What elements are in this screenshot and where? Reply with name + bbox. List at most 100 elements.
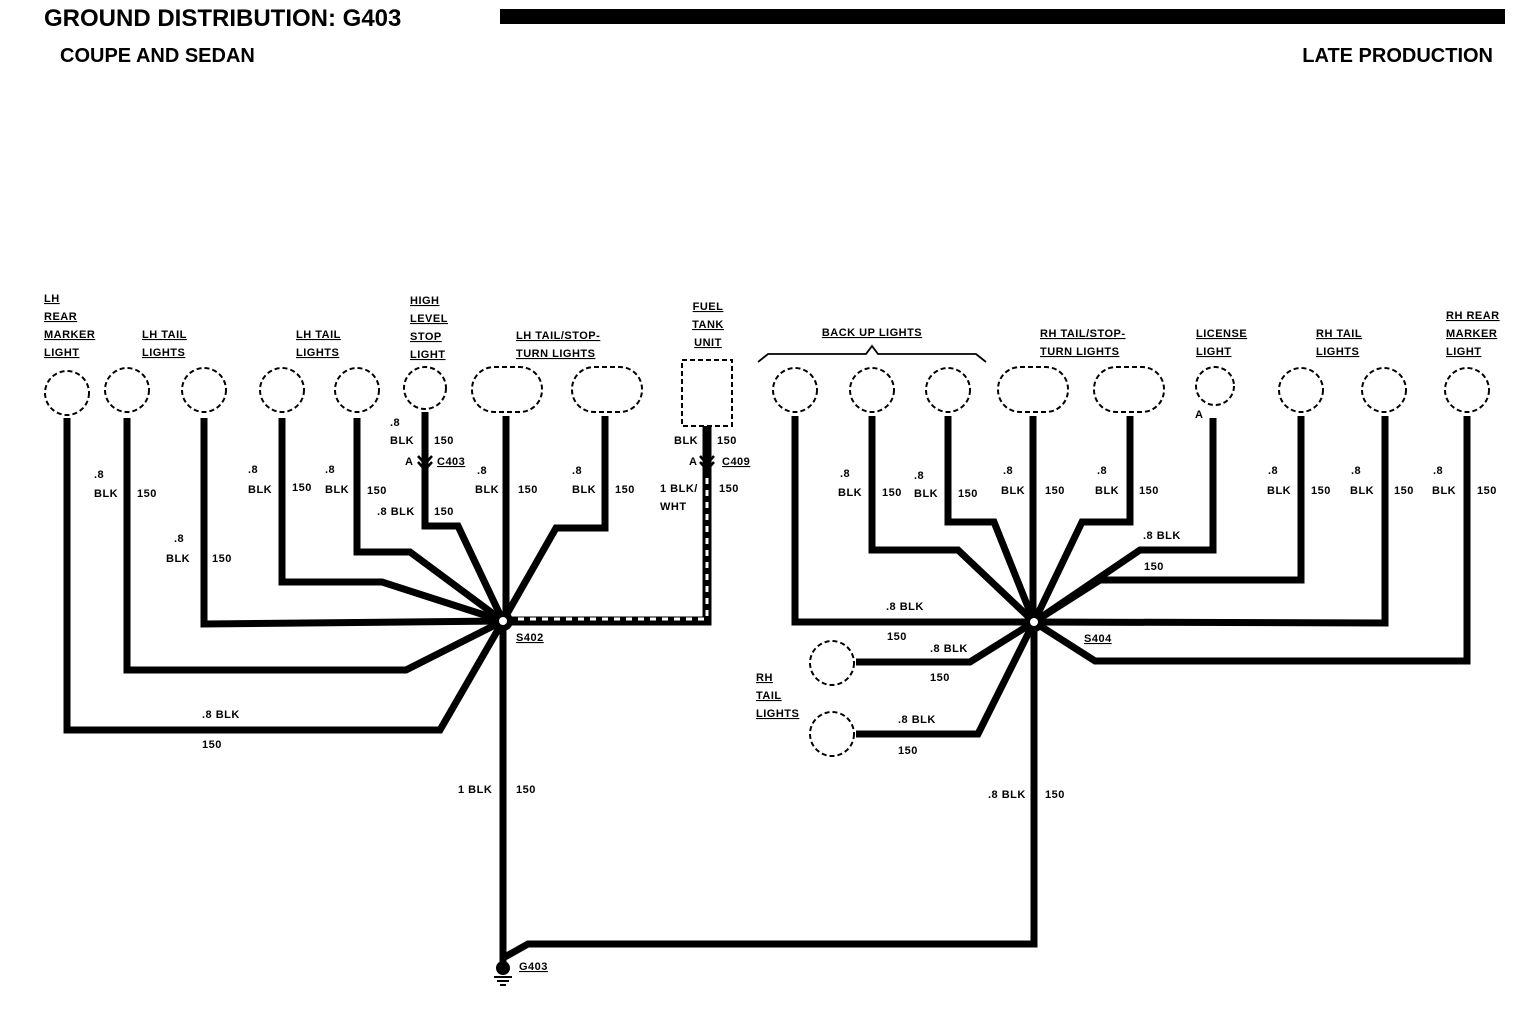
wl-lhtst1-1: .8 [477, 465, 487, 477]
page-title: GROUND DISTRIBUTION: G403 [44, 5, 401, 32]
label-high-level-1: HIGH [410, 295, 440, 307]
wl-hl-1: .8 [390, 417, 400, 429]
label-lh-tail-2-1: LH TAIL [296, 329, 341, 341]
wire-lh-tail-2b [353, 418, 506, 624]
wl-rhtu2-1: .8 [1351, 465, 1361, 477]
wl-bu3-3: 150 [958, 488, 978, 500]
wl-bu3-2: BLK [914, 488, 938, 500]
label-fuel-1: FUEL [693, 301, 724, 313]
label-rh-tail-lower-2: TAIL [756, 690, 782, 702]
wl-s402g-2: 150 [516, 784, 536, 796]
wire-lh-tail-2a [278, 418, 505, 625]
wl-hl-4: .8 BLK [377, 506, 415, 518]
wl-fuel-1: BLK [674, 435, 698, 447]
lamp-rh-tst-2 [1093, 366, 1165, 413]
wl-lht1b-1: .8 [174, 533, 184, 545]
wl-lht1b-3: 150 [212, 553, 232, 565]
component-labels: LH REAR MARKER LIGHT LH TAIL LIGHTS LH T… [44, 293, 1500, 720]
label-c409-pin: A [689, 456, 697, 468]
wire-backup-3 [944, 416, 1038, 624]
right-wires [501, 416, 1471, 962]
wl-rhtl2-1: .8 BLK [898, 714, 936, 726]
wire-rh-tail-upper-2 [1033, 416, 1389, 627]
lamp-license [1195, 366, 1235, 406]
node-labels: S402 S404 C403 A C409 A A G403 [405, 409, 1203, 973]
label-backup-lights: BACK UP LIGHTS [822, 327, 922, 339]
label-high-level-3: STOP [410, 331, 442, 343]
wl-fuel-5: 150 [719, 483, 739, 495]
wire-rh-tst-2 [1030, 416, 1134, 624]
wl-lht2a-3: 150 [292, 482, 312, 494]
wl-bu2-2: BLK [838, 487, 862, 499]
lamp-lh-tst-2 [571, 366, 643, 413]
label-lh-tst-2: TURN LIGHTS [516, 348, 595, 360]
ground-symbol [494, 900, 512, 986]
wl-rhrm-2: BLK [1432, 485, 1456, 497]
lamp-backup-3 [925, 367, 971, 413]
label-rh-tst-2: TURN LIGHTS [1040, 346, 1119, 358]
wl-bu2-3: 150 [882, 487, 902, 499]
lamp-rh-tst-1 [997, 366, 1069, 413]
lamp-high-level-stop [403, 366, 447, 410]
wl-lhlong-1: .8 BLK [202, 709, 240, 721]
production-label: LATE PRODUCTION [1302, 45, 1493, 67]
wl-hl-2: BLK [390, 435, 414, 447]
label-lh-rear-marker-3: MARKER [44, 329, 95, 341]
wl-lhlong-2: 150 [202, 739, 222, 751]
wl-lhrm-3: 150 [137, 488, 157, 500]
wire-lh-rear-marker [63, 418, 507, 734]
label-fuel-3: UNIT [694, 337, 722, 349]
wl-s404g-1: .8 BLK [988, 789, 1026, 801]
wl-rhtu1-1: .8 [1268, 465, 1278, 477]
lamp-rh-tail-lower-2 [809, 711, 855, 757]
label-rh-tail-upper-1: RH TAIL [1316, 328, 1362, 340]
label-rh-rear-marker-2: MARKER [1446, 328, 1497, 340]
wl-rhtu2-2: BLK [1350, 485, 1374, 497]
wire-rh-tail-lower-1 [856, 619, 1036, 666]
label-high-level-4: LIGHT [410, 349, 446, 361]
wire-labels: .8 BLK 150 .8 BLK 150 .8 BLK 150 .8 BLK … [94, 417, 1497, 801]
wl-lhtst2-3: 150 [615, 484, 635, 496]
wl-rhrm-1: .8 [1433, 465, 1443, 477]
wl-rhtst1-1: .8 [1003, 465, 1013, 477]
label-lh-tail-1-2: LIGHTS [142, 347, 185, 359]
wl-hl-5: 150 [434, 506, 454, 518]
label-license-2: LIGHT [1196, 346, 1232, 358]
wl-lht2b-2: BLK [325, 484, 349, 496]
lamp-lh-tail-2b [334, 367, 380, 413]
connector-c403-symbol [417, 455, 433, 472]
wl-rhtu1-3: 150 [1311, 485, 1331, 497]
wl-rhtl2-2: 150 [898, 745, 918, 757]
wl-lht2a-2: BLK [248, 484, 272, 496]
wl-lht2b-3: 150 [367, 485, 387, 497]
wl-hl-3: 150 [434, 435, 454, 447]
wire-backup-2 [868, 416, 1037, 625]
wl-rhtst2-2: BLK [1095, 485, 1119, 497]
wire-rh-tail-upper-1 [1032, 416, 1305, 625]
lamp-lh-tst-1 [471, 366, 543, 413]
label-license-pin: A [1195, 409, 1203, 421]
label-rh-tst-1: RH TAIL/STOP- [1040, 328, 1126, 340]
label-rh-rear-marker-1: RH REAR [1446, 310, 1500, 322]
wl-rhtu1-2: BLK [1267, 485, 1291, 497]
lamp-backup-1 [772, 367, 818, 413]
wl-s404g-2: 150 [1045, 789, 1065, 801]
wl-rhrm-3: 150 [1477, 485, 1497, 497]
wl-lhtst2-2: BLK [572, 484, 596, 496]
label-lh-tail-1-1: LH TAIL [142, 329, 187, 341]
backup-lights-bracket [757, 344, 987, 363]
wire-rh-rear-marker [1032, 416, 1471, 665]
wl-lhrm-2: BLK [94, 488, 118, 500]
label-c409: C409 [722, 456, 750, 468]
label-lh-rear-marker-4: LIGHT [44, 347, 80, 359]
lamp-backup-2 [849, 367, 895, 413]
label-lh-rear-marker-1: LH [44, 293, 60, 305]
page-subtitle: COUPE AND SEDAN [60, 45, 255, 67]
right-components [772, 366, 1490, 757]
wl-rhtu2-3: 150 [1394, 485, 1414, 497]
lamp-rh-rear-marker [1444, 367, 1490, 413]
wire-backup-1 [791, 416, 1034, 626]
wl-lht2a-1: .8 [248, 464, 258, 476]
label-rh-tail-upper-2: LIGHTS [1316, 346, 1359, 358]
wl-lhtst2-1: .8 [572, 465, 582, 477]
